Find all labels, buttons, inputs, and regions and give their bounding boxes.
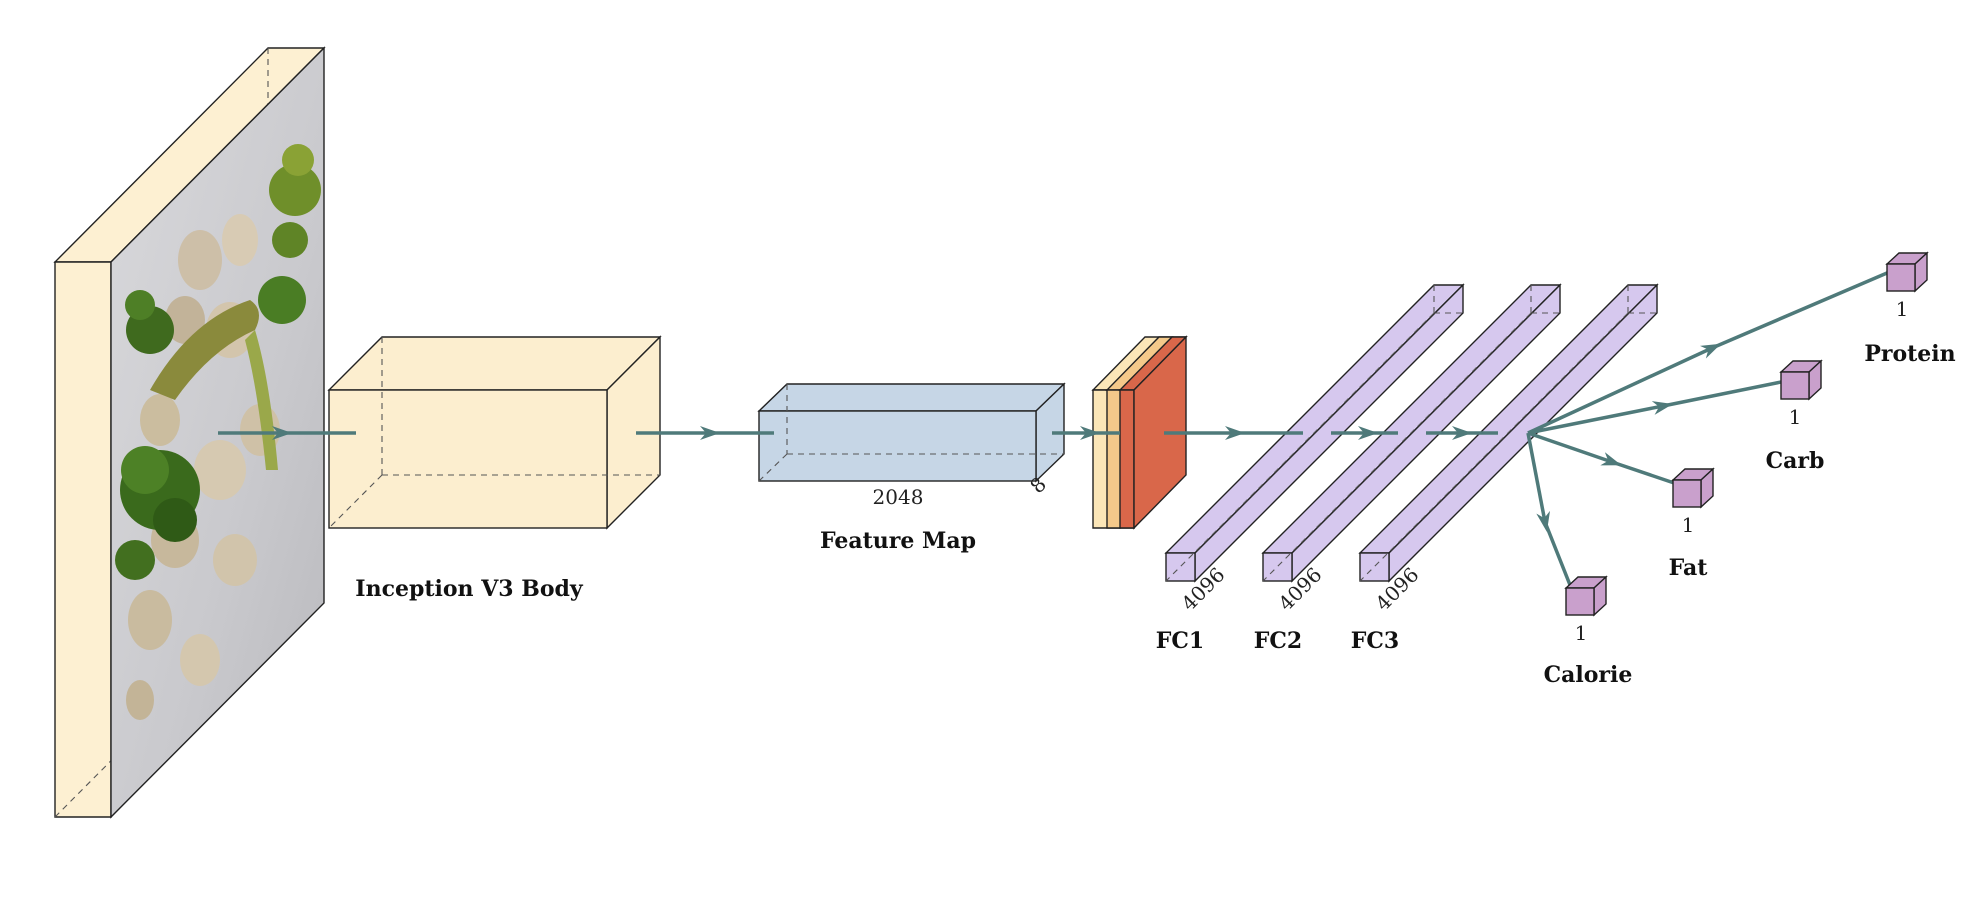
calorie-label: Calorie <box>1544 662 1633 688</box>
fc3-layer <box>1358 283 1659 583</box>
carb-label: Carb <box>1766 448 1825 474</box>
protein-dim: 1 <box>1896 297 1909 321</box>
fat-label: Fat <box>1669 555 1709 581</box>
fc1-label: FC1 <box>1156 628 1204 654</box>
pooling-slabs <box>1091 335 1188 530</box>
fc3-label: FC3 <box>1351 628 1399 654</box>
inception-block <box>327 335 662 530</box>
fat-output-cube <box>1671 467 1715 509</box>
feature-map-label: Feature Map <box>820 528 976 554</box>
flow-arrows <box>218 268 1895 591</box>
calorie-dim: 1 <box>1575 621 1588 645</box>
fat-dim: 1 <box>1682 513 1695 537</box>
input-image-block <box>53 46 326 819</box>
fc2-label: FC2 <box>1254 628 1302 654</box>
protein-label: Protein <box>1864 341 1955 367</box>
carb-dim: 1 <box>1789 405 1802 429</box>
fc1-layer <box>1164 283 1465 583</box>
protein-output-cube <box>1885 251 1929 293</box>
calorie-output-cube <box>1564 575 1608 617</box>
carb-output-cube <box>1779 359 1823 401</box>
feature-width-dim: 2048 <box>873 485 924 509</box>
feature-map-block <box>757 382 1066 483</box>
food-photo <box>110 46 325 819</box>
inception-label: Inception V3 Body <box>355 576 584 602</box>
